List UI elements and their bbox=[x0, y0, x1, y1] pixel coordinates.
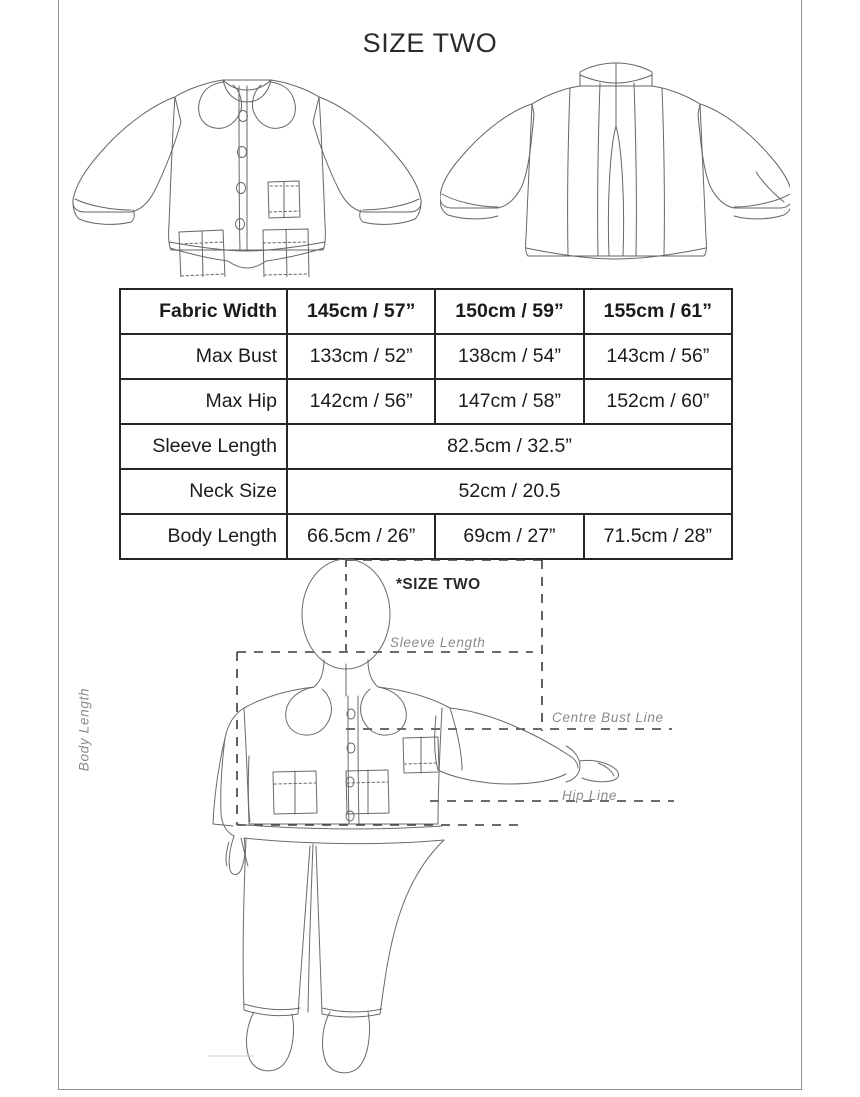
body-length-annotation: Body Length bbox=[76, 687, 92, 772]
cell-body-length-3: 71.5cm / 28” bbox=[582, 513, 734, 560]
measurement-guide-lines bbox=[236, 559, 674, 826]
cell-body-length-1: 66.5cm / 26” bbox=[285, 513, 437, 560]
row-label-max-hip: Max Hip bbox=[119, 378, 288, 425]
cell-max-hip-2: 147cm / 58” bbox=[434, 378, 585, 425]
page-title: SIZE TWO bbox=[362, 28, 498, 58]
table-row: Body Length 66.5cm / 26” 69cm / 27” 71.5… bbox=[119, 513, 734, 560]
size-note-label: *SIZE TWO bbox=[396, 576, 481, 593]
row-label-body-length: Body Length bbox=[119, 513, 288, 560]
cell-neck-size-all: 52cm / 20.5 bbox=[286, 468, 733, 515]
row-label-max-bust: Max Bust bbox=[119, 333, 288, 380]
technical-flats-row bbox=[58, 52, 802, 277]
cell-fabric-width-150: 150cm / 59” bbox=[434, 288, 585, 335]
jacket-front-flat-drawing bbox=[72, 79, 422, 277]
table-row: Neck Size 52cm / 20.5 bbox=[119, 468, 733, 515]
table-row: Max Bust 133cm / 52” 138cm / 54” 143cm /… bbox=[119, 333, 734, 380]
cell-max-bust-3: 143cm / 56” bbox=[582, 333, 734, 380]
jacket-back-flat-drawing bbox=[440, 62, 790, 260]
cell-max-hip-1: 142cm / 56” bbox=[285, 378, 437, 425]
cell-max-hip-3: 152cm / 60” bbox=[582, 378, 734, 425]
cell-max-bust-1: 133cm / 52” bbox=[285, 333, 437, 380]
cell-sleeve-length-all: 82.5cm / 32.5” bbox=[286, 423, 733, 470]
row-label-fabric-width: Fabric Width bbox=[119, 288, 288, 335]
table-row: Max Hip 142cm / 56” 147cm / 58” 152cm / … bbox=[119, 378, 734, 425]
size-table-body: Fabric Width 145cm / 57” 150cm / 59” 155… bbox=[119, 288, 734, 560]
row-label-sleeve-length: Sleeve Length bbox=[119, 423, 288, 470]
cell-fabric-width-145: 145cm / 57” bbox=[285, 288, 437, 335]
table-row: Sleeve Length 82.5cm / 32.5” bbox=[119, 423, 733, 470]
sleeve-length-annotation: Sleeve Length bbox=[390, 635, 486, 650]
size-measurement-table: Fabric Width 145cm / 57” 150cm / 59” 155… bbox=[119, 288, 734, 560]
row-label-neck-size: Neck Size bbox=[119, 468, 288, 515]
cell-fabric-width-155: 155cm / 61” bbox=[582, 288, 734, 335]
figure-line-drawing bbox=[207, 558, 674, 1074]
figure-diagram: *SIZE TWO Sleeve Length Body Length Cent… bbox=[58, 556, 802, 1090]
table-row: Fabric Width 145cm / 57” 150cm / 59” 155… bbox=[119, 288, 734, 335]
hip-line-annotation: Hip Line bbox=[562, 788, 618, 803]
cell-max-bust-2: 138cm / 54” bbox=[434, 333, 585, 380]
centre-bust-line-annotation: Centre Bust Line bbox=[552, 710, 664, 725]
cell-body-length-2: 69cm / 27” bbox=[434, 513, 585, 560]
